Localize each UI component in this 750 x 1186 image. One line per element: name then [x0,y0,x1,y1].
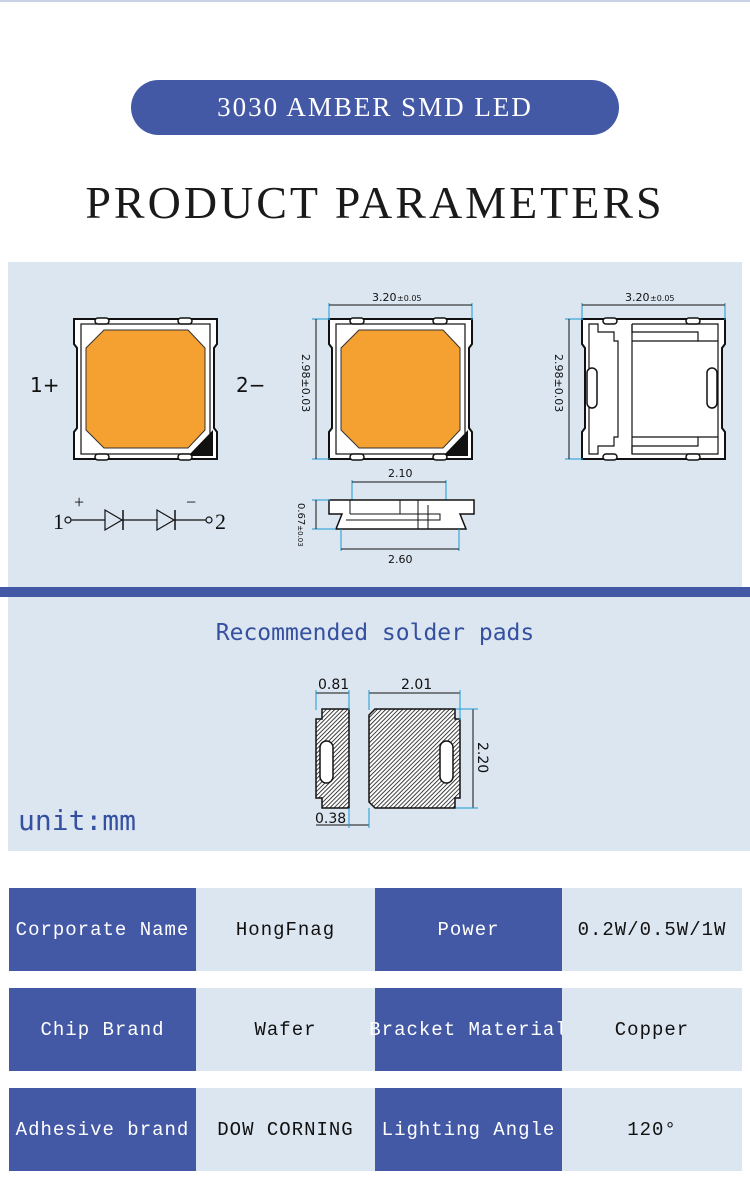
spec-value: Copper [562,988,742,1071]
section-divider-bar [0,587,750,597]
height-dim-value-b: 2.98 [552,354,565,379]
product-name: 3030 AMBER SMD LED [217,92,533,122]
thickness-value: 0.67 [295,503,306,525]
spec-label: Bracket Material [369,988,567,1071]
spec-label: Lighting Angle [375,1088,562,1171]
thickness-tolerance: ±0.03 [296,525,304,546]
circuit-minus: − [186,492,196,512]
width-dim-value-b: 3.20 [625,291,650,304]
solder-pad-diagram: 0.81 2.01 2.20 0.38 [315,677,490,828]
side-inner-width: 2.10 [388,467,413,480]
spec-value: 120° [562,1088,742,1171]
width-dim-value-a: 3.20 [372,291,397,304]
spec-row: Corporate Name HongFnag Power 0.2W/0.5W/… [9,888,742,971]
led-top-view-2 [312,303,473,461]
spec-label: Chip Brand [9,988,196,1071]
top-divider [0,0,750,2]
spec-value: HongFnag [196,888,375,971]
spec-label: Power [375,888,562,971]
height-dim-tol-a: ±0.03 [299,379,312,413]
pin-plus-label: 1+ [30,373,59,397]
unit-label: unit:mm [18,804,137,837]
height-dim-a: 2.98±0.03 [299,354,312,412]
pad-large-width: 2.01 [401,677,432,693]
circuit-pin1: 1 [53,509,64,534]
product-name-banner: 3030 AMBER SMD LED [131,80,619,135]
dimension-diagram: 1+ 2− 1 2 + − 3.20 ±0.05 2.98±0.03 [30,291,726,566]
diode-circuit-symbol [64,508,213,532]
height-dim-value-a: 2.98 [299,354,312,379]
spec-row: Chip Brand Wafer Bracket Material Copper [9,988,742,1071]
solder-pads-title: Recommended solder pads [215,620,535,646]
pad-small-width: 0.81 [318,677,349,693]
height-dim-tol-b: ±0.03 [552,379,565,413]
solder-pad-panel-edge [742,597,750,851]
thickness-dim: 0.67±0.03 [295,503,306,547]
page-title: PRODUCT PARAMETERS [85,177,665,228]
solder-pad-large [368,708,461,809]
spec-value: DOW CORNING [196,1088,375,1171]
spec-value: Wafer [196,988,375,1071]
width-dim-tol-a: ±0.05 [397,294,422,303]
spec-value: 0.2W/0.5W/1W [562,888,742,971]
spec-row: Adhesive brand DOW CORNING Lighting Angl… [9,1088,742,1171]
width-dim-tol-b: ±0.05 [650,294,675,303]
pad-gap: 0.38 [315,811,346,827]
led-top-view-1 [73,317,218,461]
spec-label: Adhesive brand [9,1088,196,1171]
height-dim-b: 2.98±0.03 [552,354,565,412]
led-side-view [312,480,475,551]
solder-pad-small [315,708,350,809]
side-outer-width: 2.60 [388,553,413,566]
pin-minus-label: 2− [236,373,265,397]
pad-height: 2.20 [474,742,490,773]
led-bottom-view [565,303,726,461]
spec-label: Corporate Name [9,888,196,971]
circuit-pin2: 2 [215,509,226,534]
circuit-plus: + [74,492,84,512]
